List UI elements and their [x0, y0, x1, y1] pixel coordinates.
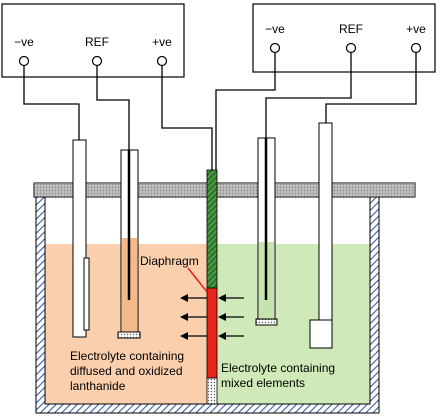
- left-counter-electrode: [72, 139, 90, 338]
- right-pos-label: +ve: [406, 22, 426, 36]
- left-electrolyte-line-1: Electrolyte containing: [70, 349, 184, 363]
- right-electrolyte-fill: [208, 244, 370, 404]
- right-ref-frit: [255, 318, 278, 326]
- left-ref-label: REF: [85, 35, 109, 49]
- right-reference-electrode: [255, 137, 278, 326]
- left-counter-tube: [72, 139, 87, 338]
- central-membrane: [206, 169, 218, 405]
- wire-left-ref: [96, 66, 130, 150]
- diaphragm-pointer: [187, 267, 208, 293]
- left-counter-rod: [83, 257, 90, 331]
- right-electrolyte-line-2: mixed elements: [221, 376, 305, 390]
- left-pos-terminal: [156, 55, 168, 67]
- membrane-strip: [206, 169, 218, 289]
- left-pos-label: +ve: [152, 35, 172, 49]
- left-neg-label: −ve: [14, 35, 34, 49]
- left-ref-terminal: [91, 55, 103, 67]
- left-instrument: −ve REF +ve: [1, 3, 185, 78]
- left-reference-electrode: [117, 149, 141, 339]
- wires: [23, 53, 417, 172]
- cell-lid-texture: [34, 183, 415, 197]
- membrane-base: [206, 377, 218, 405]
- left-instrument-box: [1, 3, 185, 78]
- right-neg-terminal: [269, 42, 281, 54]
- right-electrolyte-line-1: Electrolyte containing: [221, 361, 335, 375]
- right-ref-terminal: [345, 42, 357, 54]
- diaphragm-label: Diaphragm: [140, 254, 199, 268]
- wire-left-pos: [161, 66, 213, 172]
- left-electrolyte-line-2: diffused and oxidized: [70, 364, 183, 378]
- right-neg-label: −ve: [265, 22, 285, 36]
- left-ref-frit: [117, 331, 141, 339]
- flow-arrows: [180, 267, 244, 340]
- diaphragm-bar: [206, 287, 218, 379]
- left-neg-terminal: [18, 55, 30, 67]
- right-working-tip: [309, 319, 333, 349]
- right-ref-label: REF: [339, 22, 363, 36]
- right-pos-terminal: [410, 42, 422, 54]
- wire-right-neg: [215, 53, 276, 172]
- right-instrument: −ve REF +ve: [252, 3, 436, 73]
- wire-left-neg: [23, 66, 80, 140]
- right-working-rod: [318, 122, 333, 322]
- right-working-electrode: [309, 122, 333, 349]
- wire-right-pos: [325, 53, 417, 123]
- right-instrument-box: [252, 3, 436, 73]
- left-electrolyte-line-3: lanthanide: [70, 379, 126, 393]
- wire-right-ref: [265, 53, 352, 138]
